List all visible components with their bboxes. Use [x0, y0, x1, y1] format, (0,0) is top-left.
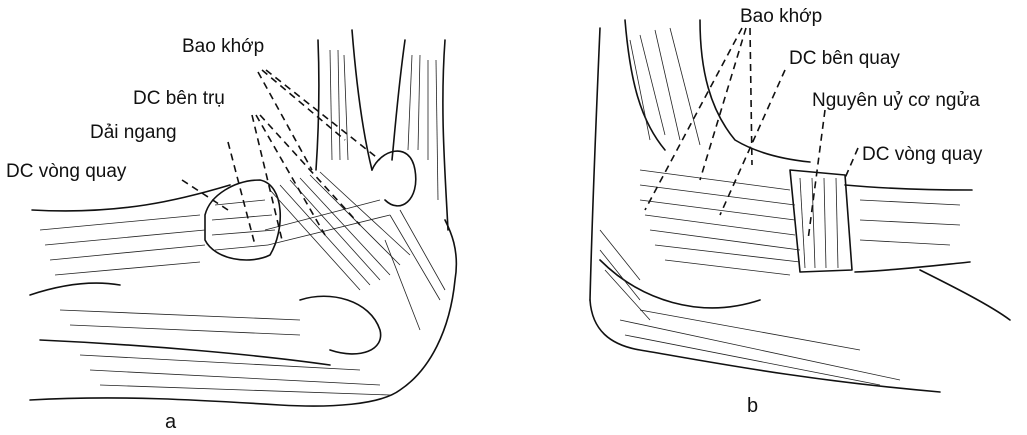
label-b-supinator-origin: Nguyên uỷ cơ ngửa [812, 90, 980, 111]
leader-a-capsule-1 [258, 72, 312, 170]
leader-b-capsule-2 [700, 28, 746, 180]
panel-a: Bao khớp DC bên trụ Dải ngang DC vòng qu… [6, 30, 456, 433]
label-a-capsule: Bao khớp [182, 36, 264, 57]
label-a-transverse-band: Dải ngang [90, 122, 177, 143]
panel-b-illustration [590, 20, 1010, 392]
label-b-capsule: Bao khớp [740, 6, 822, 27]
label-b-radial-collateral: DC bên quay [789, 48, 900, 69]
label-b-annular: DC vòng quay [862, 144, 983, 165]
leader-a-capsule-2 [262, 70, 345, 140]
leader-b-radial-collateral [720, 70, 785, 215]
leader-b-annular [845, 148, 858, 178]
leader-b-capsule-3 [750, 28, 752, 165]
leader-a-annular [182, 180, 228, 210]
caption-b: b [747, 395, 758, 417]
label-a-annular: DC vòng quay [6, 161, 127, 182]
label-a-ulnar-collateral: DC bên trụ [133, 88, 225, 109]
leader-a-transverse [228, 142, 255, 245]
leader-a-capsule-3 [266, 70, 380, 160]
leader-b-supinator [808, 110, 825, 240]
panel-a-illustration [30, 30, 456, 406]
panel-b: Bao khớp DC bên quay Nguyên uỷ cơ ngửa D… [590, 6, 1010, 417]
caption-a: a [165, 411, 177, 433]
